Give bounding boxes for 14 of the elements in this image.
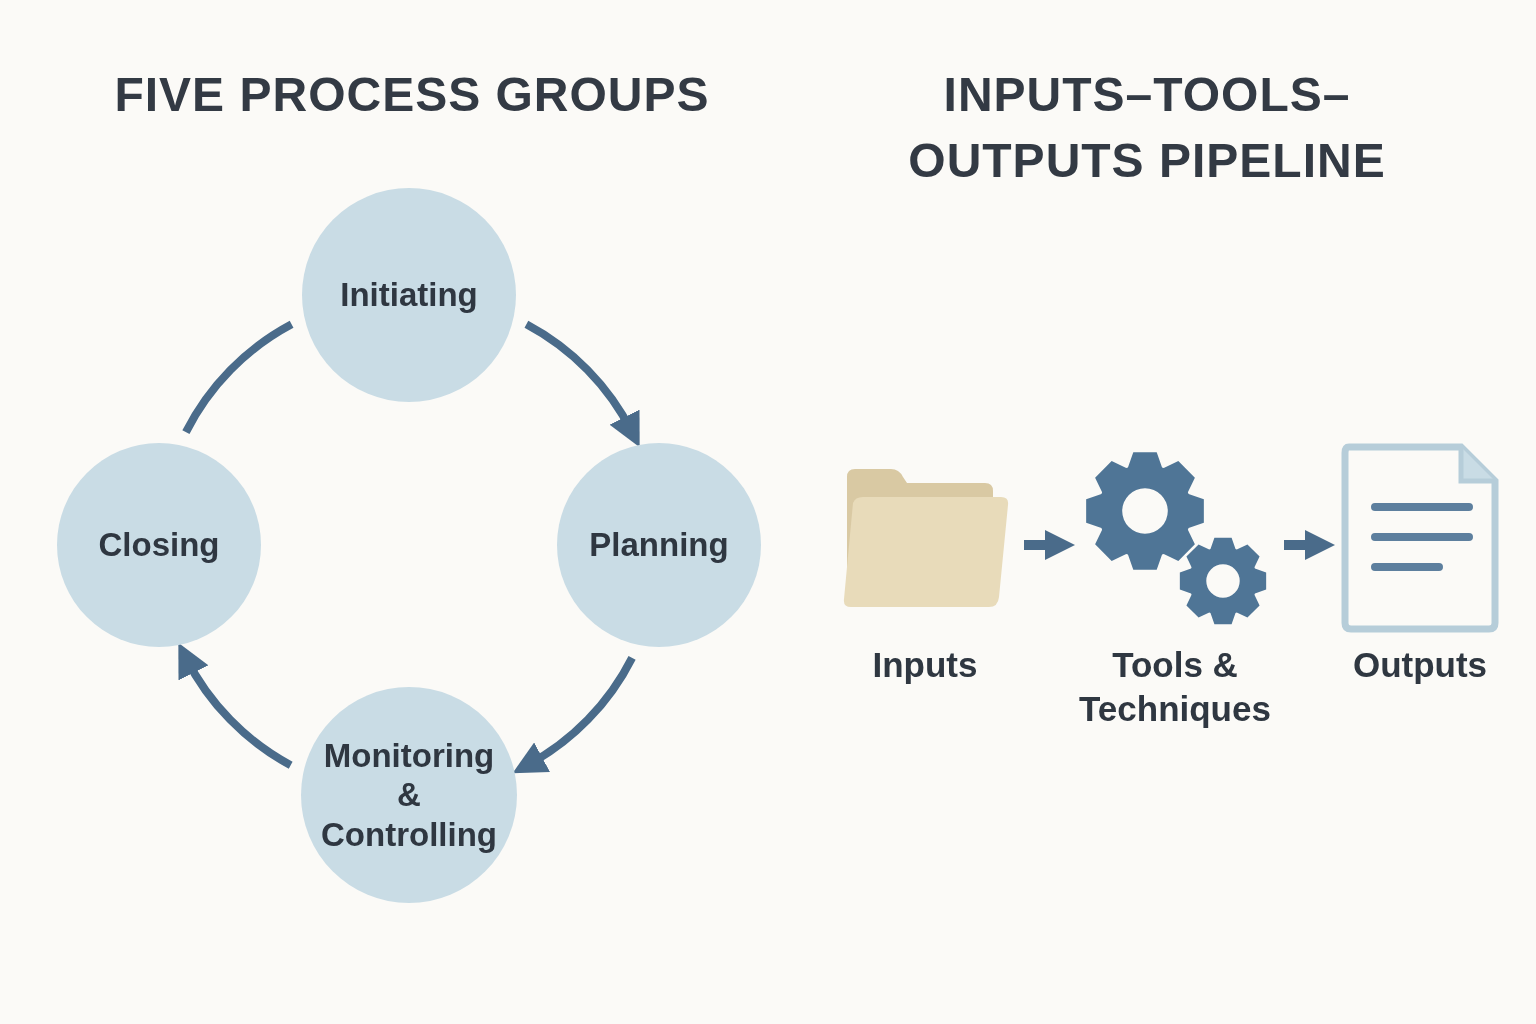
process-circle: Planning bbox=[557, 443, 761, 647]
process-circle: Closing bbox=[57, 443, 261, 647]
arrow bbox=[1024, 530, 1075, 560]
section-heading: INPUTS–TOOLS–OUTPUTS PIPELINE bbox=[907, 67, 1387, 189]
process-circle: Initiating bbox=[302, 188, 516, 402]
node-label: Inputs bbox=[872, 644, 978, 686]
arrow bbox=[177, 643, 293, 769]
arrow bbox=[513, 655, 636, 775]
arrow bbox=[1284, 530, 1335, 560]
node-label: Tools & Techniques bbox=[1078, 644, 1272, 730]
node-label: Outputs bbox=[1352, 644, 1488, 686]
process-circle: Monitoring & Controlling bbox=[301, 687, 517, 903]
section-heading: FIVE PROCESS GROUPS bbox=[113, 67, 711, 123]
arrow bbox=[524, 320, 641, 447]
